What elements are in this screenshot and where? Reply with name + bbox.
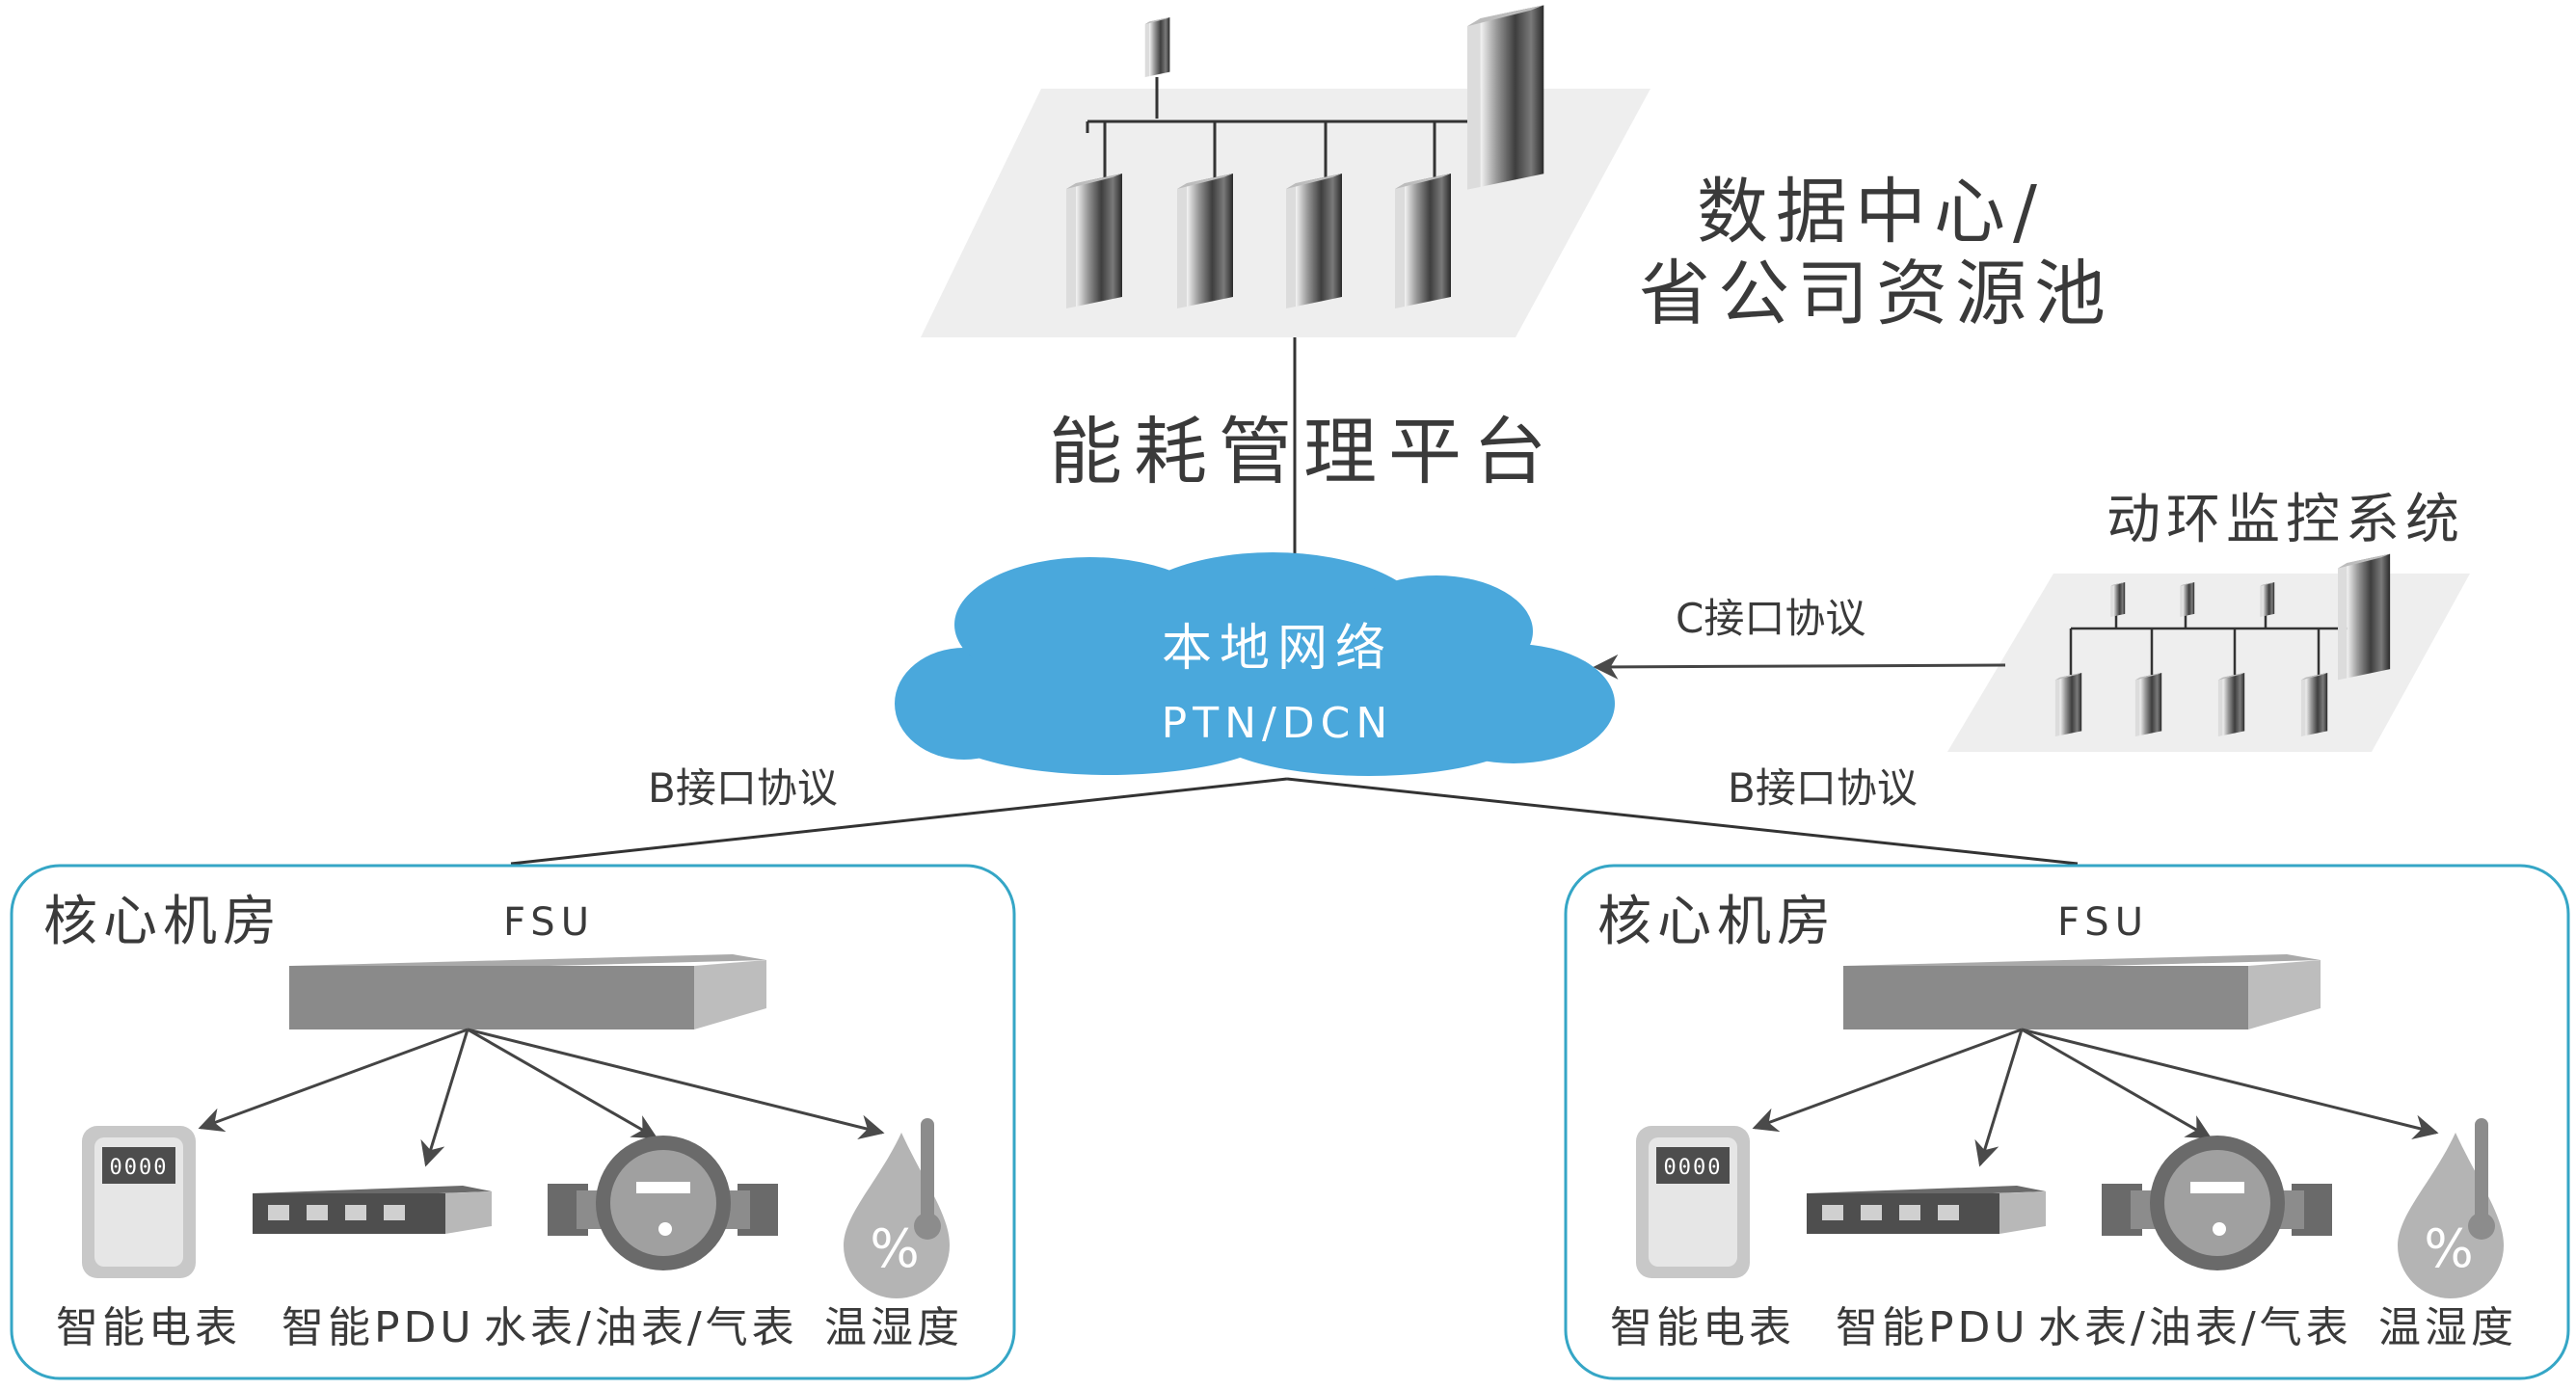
fsu-box-icon [1843,954,2321,1029]
electric-meter-icon: 0000 [82,1126,196,1278]
fsu-device-arrows [198,1028,885,1167]
meter-digits: 0000 [110,1156,169,1180]
electric-meter-icon: 0000 [1636,1126,1750,1278]
device-label-thermo: 温湿度 [2378,1303,2517,1352]
thermo-hygrometer-icon: % [2398,1118,2504,1298]
device-label-flow-meter: 水表/油表/气表 [2038,1303,2352,1352]
room-title: 核心机房 [43,891,282,953]
platform-label: 能耗管理平台 [1049,409,1558,495]
monitoring-plate [1947,574,2470,752]
b-interface-line-right [1286,777,2079,866]
svg-text:%: % [2424,1218,2473,1279]
monitoring-label: 动环监控系统 [2106,489,2465,551]
svg-text:%: % [870,1218,919,1279]
meter-digits: 0000 [1664,1156,1723,1180]
c-interface-label: C接口协议 [1676,595,1865,642]
b-interface-line-left [510,777,1288,866]
monitoring-bus [2069,605,2352,675]
room-core-left: 核心机房 FSU 0000 [10,864,1016,1380]
c-interface-arrow [1593,654,2006,680]
fsu-device-arrows [1752,1028,2439,1167]
room-core-right: 核心机房 FSU 0000 [1564,864,2570,1380]
b-interface-label-left: B接口协议 [648,764,838,812]
pdu-icon [253,1186,492,1234]
room-title: 核心机房 [1597,891,1837,953]
device-label-flow-meter: 水表/油表/气表 [484,1303,798,1352]
fsu-box-icon [289,954,766,1029]
cloud-icon: 本地网络 PTN/DCN [895,552,1615,776]
network-label-line2: PTN/DCN [1162,699,1394,748]
device-label-electric-meter: 智能电表 [56,1303,241,1352]
device-label-thermo: 温湿度 [824,1303,963,1352]
monitoring-cluster: 动环监控系统 [1947,489,2470,752]
datacenter-cluster: 数据中心/ 省公司资源池 [921,5,2113,337]
network-label-line1: 本地网络 [1162,620,1393,678]
thermo-hygrometer-icon: % [844,1118,950,1298]
flow-meter-icon [2102,1136,2332,1270]
datacenter-label-line2: 省公司资源池 [1639,253,2113,335]
flow-meter-icon [548,1136,778,1270]
datacenter-label-line1: 数据中心/ [1697,171,2045,254]
fsu-label: FSU [2057,900,2149,945]
device-label-pdu: 智能PDU [282,1303,475,1352]
device-label-electric-meter: 智能电表 [1610,1303,1795,1352]
device-label-pdu: 智能PDU [1836,1303,2029,1352]
fsu-label: FSU [503,900,595,945]
pdu-icon [1807,1186,2046,1234]
b-interface-label-right: B接口协议 [1728,764,1918,812]
